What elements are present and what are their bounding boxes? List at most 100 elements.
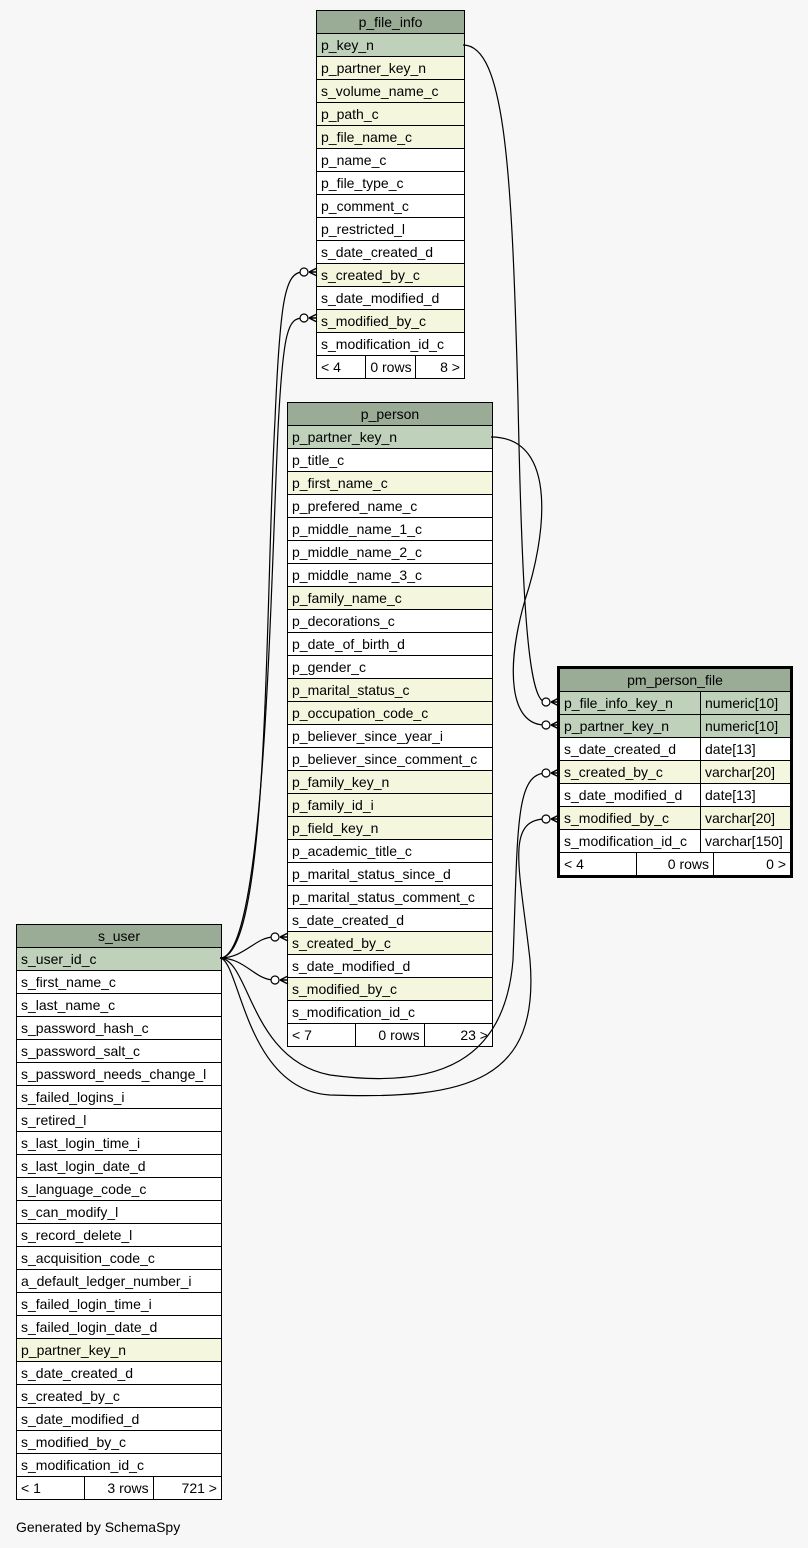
- column-row[interactable]: s_modification_id_c: [317, 333, 464, 356]
- column-row[interactable]: s_user_id_c: [17, 948, 221, 971]
- column-row[interactable]: s_failed_login_time_i: [17, 1293, 221, 1316]
- column-row[interactable]: s_created_by_c: [317, 264, 464, 287]
- column-row[interactable]: s_volume_name_c: [317, 80, 464, 103]
- column-row[interactable]: p_file_type_c: [317, 172, 464, 195]
- children-link[interactable]: 23 >: [423, 1024, 492, 1046]
- column-row[interactable]: s_created_by_c: [17, 1385, 221, 1408]
- column-name: p_family_key_n: [292, 774, 390, 790]
- column-row[interactable]: p_prefered_name_c: [288, 495, 492, 518]
- column-row[interactable]: s_date_created_d: [317, 241, 464, 264]
- column-row[interactable]: s_modified_by_c: [317, 310, 464, 333]
- column-row[interactable]: p_marital_status_comment_c: [288, 886, 492, 909]
- column-row[interactable]: p_date_of_birth_d: [288, 633, 492, 656]
- children-link[interactable]: 8 >: [414, 356, 464, 378]
- column-row[interactable]: s_last_name_c: [17, 994, 221, 1017]
- column-row[interactable]: p_believer_since_year_i: [288, 725, 492, 748]
- column-row[interactable]: p_marital_status_since_d: [288, 863, 492, 886]
- column-row[interactable]: p_name_c: [317, 149, 464, 172]
- column-row[interactable]: s_retired_l: [17, 1109, 221, 1132]
- column-row[interactable]: s_can_modify_l: [17, 1201, 221, 1224]
- column-name: p_middle_name_2_c: [292, 544, 422, 560]
- column-row[interactable]: s_date_modified_d: [288, 955, 492, 978]
- column-row[interactable]: s_modification_id_c: [288, 1001, 492, 1024]
- column-row[interactable]: s_password_hash_c: [17, 1017, 221, 1040]
- parents-link[interactable]: < 4: [564, 856, 584, 872]
- row-count: 3 rows: [84, 1477, 152, 1499]
- table-title[interactable]: s_user: [17, 925, 221, 948]
- parents-link[interactable]: < 7: [292, 1027, 312, 1043]
- column-row[interactable]: p_restricted_l: [317, 218, 464, 241]
- children-link[interactable]: 721 >: [152, 1477, 221, 1499]
- column-row[interactable]: s_date_modified_d: [17, 1408, 221, 1431]
- column-row[interactable]: p_field_key_n: [288, 817, 492, 840]
- column-row[interactable]: p_middle_name_1_c: [288, 518, 492, 541]
- column-row[interactable]: p_decorations_c: [288, 610, 492, 633]
- column-name: s_date_modified_d: [321, 290, 440, 306]
- children-link[interactable]: 0 >: [713, 853, 790, 875]
- column-row[interactable]: s_acquisition_code_c: [17, 1247, 221, 1270]
- column-row[interactable]: p_family_name_c: [288, 587, 492, 610]
- column-row[interactable]: s_record_delete_l: [17, 1224, 221, 1247]
- column-row[interactable]: p_comment_c: [317, 195, 464, 218]
- column-row[interactable]: p_family_id_i: [288, 794, 492, 817]
- column-name: s_password_hash_c: [21, 1020, 149, 1036]
- column-row[interactable]: p_academic_title_c: [288, 840, 492, 863]
- column-row[interactable]: p_first_name_c: [288, 472, 492, 495]
- column-row[interactable]: p_partner_key_n: [288, 426, 492, 449]
- parents-link[interactable]: < 4: [321, 359, 341, 375]
- column-row[interactable]: s_password_salt_c: [17, 1040, 221, 1063]
- column-row[interactable]: s_modified_by_c: [17, 1431, 221, 1454]
- column-row[interactable]: s_modification_id_c: [17, 1454, 221, 1477]
- column-row[interactable]: s_date_modified_d: [317, 287, 464, 310]
- column-row[interactable]: p_path_c: [317, 103, 464, 126]
- column-row[interactable]: p_family_key_n: [288, 771, 492, 794]
- table-footer: < 4 0 rows 8 >: [317, 356, 464, 378]
- column-row[interactable]: s_last_login_time_i: [17, 1132, 221, 1155]
- parents-link[interactable]: < 1: [21, 1480, 41, 1496]
- column-row[interactable]: s_date_created_d: [17, 1362, 221, 1385]
- column-row[interactable]: p_middle_name_3_c: [288, 564, 492, 587]
- table-title[interactable]: pm_person_file: [560, 669, 790, 692]
- column-row[interactable]: s_failed_login_date_d: [17, 1316, 221, 1339]
- column-row[interactable]: s_date_created_d: [288, 909, 492, 932]
- column-name: s_last_name_c: [21, 997, 116, 1013]
- column-row[interactable]: s_last_login_date_d: [17, 1155, 221, 1178]
- column-name: p_key_n: [321, 37, 374, 53]
- column-row[interactable]: p_middle_name_2_c: [288, 541, 492, 564]
- column-row[interactable]: p_occupation_code_c: [288, 702, 492, 725]
- column-row[interactable]: s_password_needs_change_l: [17, 1063, 221, 1086]
- table-title[interactable]: p_file_info: [317, 11, 464, 34]
- column-row[interactable]: p_partner_key_n: [17, 1339, 221, 1362]
- column-row[interactable]: p_partner_key_n: [317, 57, 464, 80]
- column-name: s_modified_by_c: [321, 313, 427, 329]
- column-row[interactable]: s_modified_by_c: [288, 978, 492, 1001]
- column-row[interactable]: p_file_name_c: [317, 126, 464, 149]
- column-name: s_failed_login_date_d: [21, 1319, 158, 1335]
- column-row[interactable]: s_created_by_c: [288, 932, 492, 955]
- column-name: s_modification_id_c: [564, 833, 687, 849]
- column-row[interactable]: p_title_c: [288, 449, 492, 472]
- column-row[interactable]: a_default_ledger_number_i: [17, 1270, 221, 1293]
- column-row[interactable]: p_marital_status_c: [288, 679, 492, 702]
- column-row[interactable]: s_failed_logins_i: [17, 1086, 221, 1109]
- column-row[interactable]: s_language_code_c: [17, 1178, 221, 1201]
- column-row[interactable]: p_gender_c: [288, 656, 492, 679]
- column-name: s_date_created_d: [564, 741, 677, 757]
- column-row[interactable]: p_key_n: [317, 34, 464, 57]
- column-row[interactable]: p_believer_since_comment_c: [288, 748, 492, 771]
- column-row[interactable]: s_first_name_c: [17, 971, 221, 994]
- table-title[interactable]: p_person: [288, 403, 492, 426]
